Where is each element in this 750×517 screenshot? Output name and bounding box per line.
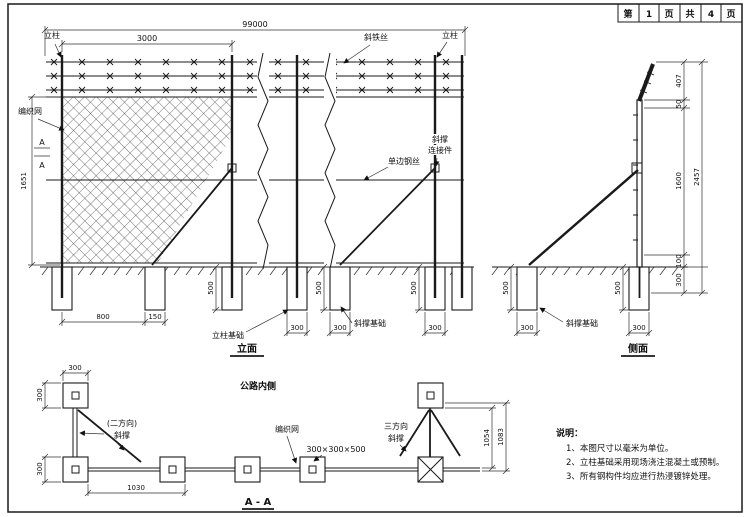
dimension-lines: [507, 58, 708, 337]
leader-lines: [79, 430, 407, 464]
column-label-right: 立柱: [442, 30, 458, 40]
two-dir-label-1: (二方向): [107, 418, 137, 428]
dim-300: 300: [36, 462, 44, 475]
dim-300: 300: [290, 324, 303, 332]
post-wire-ticks: [633, 114, 638, 241]
mesh-label-plan: 编织网: [275, 424, 299, 434]
barbed-wires: [46, 61, 464, 91]
dim-1030: 1030: [127, 484, 145, 492]
dim-300: 300: [333, 324, 346, 332]
dim-1600: 1600: [675, 172, 683, 190]
leader-lines: [37, 41, 448, 333]
dim-800: 800: [96, 313, 109, 321]
note-item: 2、立柱基础采用现场浇注混凝土或预制。: [566, 457, 724, 468]
three-dir-label-1: 三方向: [384, 421, 408, 431]
connector-label-2: 连接件: [428, 145, 452, 155]
page-cell: 4: [708, 10, 714, 20]
dim-height: 1651: [20, 172, 28, 190]
dim-2457: 2457: [693, 168, 701, 186]
plan-title: 公路内侧: [240, 380, 276, 392]
connector-label-1: 斜撑: [432, 134, 448, 144]
dim-300: 300: [428, 324, 441, 332]
two-dir-label-2: 斜撑: [114, 430, 130, 440]
page-cell: 第: [623, 8, 632, 20]
fence-line: [75, 467, 480, 472]
three-dir-label-2: 斜撑: [388, 433, 404, 443]
page-cell: 页: [664, 9, 673, 20]
post-embeds: [60, 267, 464, 298]
side-brace: [528, 169, 639, 266]
label-bg: [423, 145, 457, 155]
brace-foundation: [516, 266, 538, 311]
arm-wire-ticks: [639, 71, 655, 94]
side-title: 侧面: [628, 342, 648, 355]
dimension-lines: [41, 369, 510, 497]
column-foundation-label: 立柱基础: [212, 330, 244, 340]
note-item: 3、所有钢构件均应进行热浸镀锌处理。: [566, 471, 716, 482]
dim-300: 300: [68, 364, 81, 372]
dim-407: 407: [675, 74, 683, 87]
dim-500: 500: [207, 281, 215, 294]
dim-1054: 1054: [483, 429, 491, 447]
brace-connector: [631, 162, 643, 174]
label-bg: [427, 134, 453, 144]
post-arm: [637, 63, 655, 102]
diagonal-braces: [151, 167, 436, 266]
dim-total: 99000: [242, 20, 267, 29]
dim-500: 500: [410, 281, 418, 294]
column-label-left: 立柱: [44, 30, 60, 40]
dim-50: 50: [675, 100, 683, 109]
section-mark-top: A: [39, 138, 45, 147]
dim-150: 150: [148, 313, 161, 321]
dim-300: 300: [675, 273, 683, 286]
label-bg: [382, 155, 426, 166]
note-item: 1、本图尺寸以毫米为单位。: [566, 443, 673, 454]
dim-500: 500: [614, 281, 622, 294]
dim-500: 500: [502, 281, 510, 294]
mesh-label: 编织网: [18, 106, 42, 116]
fence-posts: [60, 55, 464, 267]
dim-500: 500: [315, 281, 323, 294]
side-view: 407 50 1600 100 300 2457 500 500 300 300…: [491, 58, 708, 357]
break-lines: [257, 52, 336, 270]
page-cell: 共: [685, 8, 694, 20]
dim-300: 300: [520, 324, 533, 332]
dim-1083: 1083: [497, 428, 505, 446]
brace-foundation-label: 斜撑基础: [354, 318, 386, 328]
notes-title: 说明：: [556, 427, 583, 439]
elevation-title: 立面: [237, 342, 257, 355]
page-cell: 1: [646, 10, 652, 20]
leader-line: [539, 307, 564, 323]
two-direction-brace: [77, 409, 142, 463]
single-wire-label: 单边钢丝: [388, 156, 420, 166]
dimension-lines: [28, 26, 469, 337]
plan-foundations: [62, 382, 444, 483]
notes-block: 说明： 1、本图尺寸以毫米为单位。 2、立柱基础采用现场浇注混凝土或预制。 3、…: [556, 427, 724, 482]
dim-300: 300: [632, 324, 645, 332]
dim-300: 300: [36, 388, 44, 401]
post-section: [636, 99, 643, 268]
elevation-view: 99000 3000 立柱 斜铁丝 立柱 编织网 1651 A A 单边钢丝 斜…: [18, 20, 474, 357]
dim-bay: 3000: [137, 34, 157, 43]
side-brace-foundation-label: 斜撑基础: [566, 318, 598, 328]
section-mark-bottom: A: [39, 161, 45, 170]
section-title: A - A: [245, 497, 272, 508]
foundation-size-label: 300×300×500: [306, 445, 365, 454]
plan-view: 公路内侧 (二方向) 斜撑 编织网 300×300×500 三方向 斜撑 300…: [36, 364, 510, 510]
diag-wire-label: 斜铁丝: [364, 32, 388, 42]
page-cell: 页: [726, 9, 735, 20]
fence-rails: [46, 96, 464, 264]
dim-100: 100: [675, 254, 683, 267]
page-number-block: 第 1 页 共 4 页: [617, 4, 742, 23]
